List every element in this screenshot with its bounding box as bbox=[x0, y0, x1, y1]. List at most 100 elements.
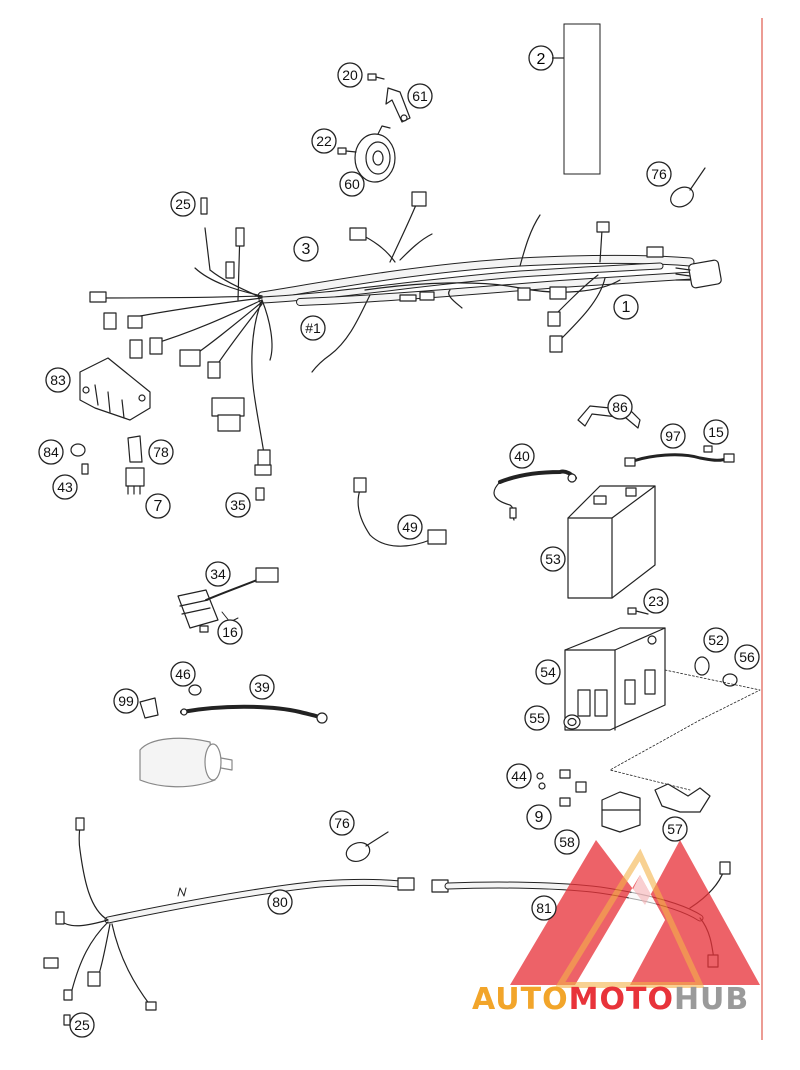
main-wiring-harness bbox=[89, 191, 722, 476]
callout-label-44: 44 bbox=[511, 768, 527, 784]
starter-cable-39 bbox=[180, 704, 328, 724]
callout-label-49: 49 bbox=[402, 519, 418, 535]
callout-circle bbox=[526, 804, 552, 830]
grommet-52 bbox=[694, 656, 710, 676]
watermark-logo bbox=[510, 840, 760, 988]
bolt-22 bbox=[337, 147, 357, 155]
screw-23 bbox=[627, 607, 649, 615]
screw-44 bbox=[536, 772, 546, 790]
callout-label-43: 43 bbox=[57, 479, 73, 495]
callout-label-99: 99 bbox=[118, 693, 134, 709]
callout-label-76: 76 bbox=[651, 166, 667, 182]
grommet-55 bbox=[563, 714, 581, 730]
callout-circle bbox=[535, 659, 561, 685]
callout-label-23: 23 bbox=[648, 593, 664, 609]
callout-label-57: 57 bbox=[667, 821, 683, 837]
callout-label-56: 56 bbox=[739, 649, 755, 665]
nut-46 bbox=[188, 684, 202, 696]
callout-label-46: 46 bbox=[175, 666, 191, 682]
callout-label-54: 54 bbox=[540, 664, 556, 680]
screw-16 bbox=[199, 625, 209, 633]
callout-label-9: 9 bbox=[535, 809, 544, 826]
watermark-auto: AUTO bbox=[472, 982, 569, 1017]
callout-label-25: 25 bbox=[175, 196, 191, 212]
callout-label-81: 81 bbox=[536, 900, 552, 916]
callout-circle bbox=[170, 191, 196, 217]
callout-label-61: 61 bbox=[412, 88, 428, 104]
battery-cable-40 bbox=[493, 469, 577, 521]
callout-label-3: 3 bbox=[302, 241, 311, 258]
callout-label-7: 7 bbox=[154, 498, 163, 515]
cap-99 bbox=[139, 697, 159, 719]
fuse-holder-9 bbox=[559, 769, 587, 807]
callout-circle bbox=[267, 889, 293, 915]
callout-circle bbox=[540, 546, 566, 572]
callout-circle bbox=[45, 367, 71, 393]
callout-circle bbox=[554, 829, 580, 855]
callout-circle bbox=[339, 171, 365, 197]
callout-circle bbox=[329, 810, 355, 836]
callout-circle bbox=[407, 83, 433, 109]
watermark-text: AUTOMOTOHUB bbox=[472, 982, 749, 1017]
screw-15 bbox=[703, 445, 713, 453]
callout-circle bbox=[524, 705, 550, 731]
callout-circle bbox=[397, 514, 423, 540]
dashed-leader bbox=[609, 669, 761, 791]
horn bbox=[354, 125, 396, 183]
part-35 bbox=[255, 487, 265, 501]
callout-circle bbox=[300, 315, 326, 341]
battery-box-54 bbox=[564, 627, 666, 731]
callout-label-86: 86 bbox=[612, 399, 628, 415]
washer-56 bbox=[722, 673, 738, 687]
callout-label-22: 22 bbox=[316, 133, 332, 149]
starter-motor bbox=[139, 737, 233, 788]
fuse-25-top bbox=[200, 197, 208, 215]
callout-circle bbox=[145, 493, 171, 519]
callout-circle bbox=[703, 627, 729, 653]
callout-label-53: 53 bbox=[545, 551, 561, 567]
callout-label-34: 34 bbox=[210, 566, 226, 582]
callout-circle bbox=[205, 561, 231, 587]
callout-circle bbox=[643, 588, 669, 614]
callout-label-1: 1 bbox=[622, 299, 631, 316]
callout-circle bbox=[660, 423, 686, 449]
watermark-moto: MOTO bbox=[568, 982, 674, 1017]
callout-label-55: 55 bbox=[529, 710, 545, 726]
callout-label-97: 97 bbox=[665, 428, 681, 444]
callout-circle bbox=[509, 443, 535, 469]
callout-label-80: 80 bbox=[272, 894, 288, 910]
cable-49 bbox=[353, 477, 447, 547]
callout-circle bbox=[225, 492, 251, 518]
callout-label-16: 16 bbox=[222, 624, 238, 640]
bracket-57 bbox=[654, 783, 711, 813]
callout-label-52: 52 bbox=[708, 632, 724, 648]
callout-circle bbox=[531, 895, 557, 921]
callout-label-40: 40 bbox=[514, 448, 530, 464]
cable-tie-top bbox=[670, 167, 706, 208]
battery-53 bbox=[567, 485, 656, 599]
callout-circle bbox=[703, 419, 729, 445]
callout-label-35: 35 bbox=[230, 497, 246, 513]
watermark-hub: HUB bbox=[673, 982, 750, 1017]
callout-label-20: 20 bbox=[342, 67, 358, 83]
callout-circle bbox=[607, 394, 633, 420]
cable-tie-bottom bbox=[345, 831, 389, 863]
callout-label-76: 76 bbox=[334, 815, 350, 831]
callout-label-78: 78 bbox=[153, 444, 169, 460]
callout-circle bbox=[148, 439, 174, 465]
callout-circle bbox=[217, 619, 243, 645]
starter-relay-58 bbox=[601, 791, 641, 833]
callout-circle bbox=[52, 474, 78, 500]
callout-circle bbox=[734, 644, 760, 670]
callout-circle bbox=[662, 816, 688, 842]
callout-label-84: 84 bbox=[43, 444, 59, 460]
callout-circle bbox=[646, 161, 672, 187]
callout-label-hash1: #1 bbox=[305, 320, 321, 336]
callout-label-83: 83 bbox=[50, 372, 66, 388]
callout-circle bbox=[506, 763, 532, 789]
callout-circle bbox=[311, 128, 337, 154]
horn-bracket bbox=[385, 87, 411, 123]
bracket-78 bbox=[127, 435, 143, 463]
